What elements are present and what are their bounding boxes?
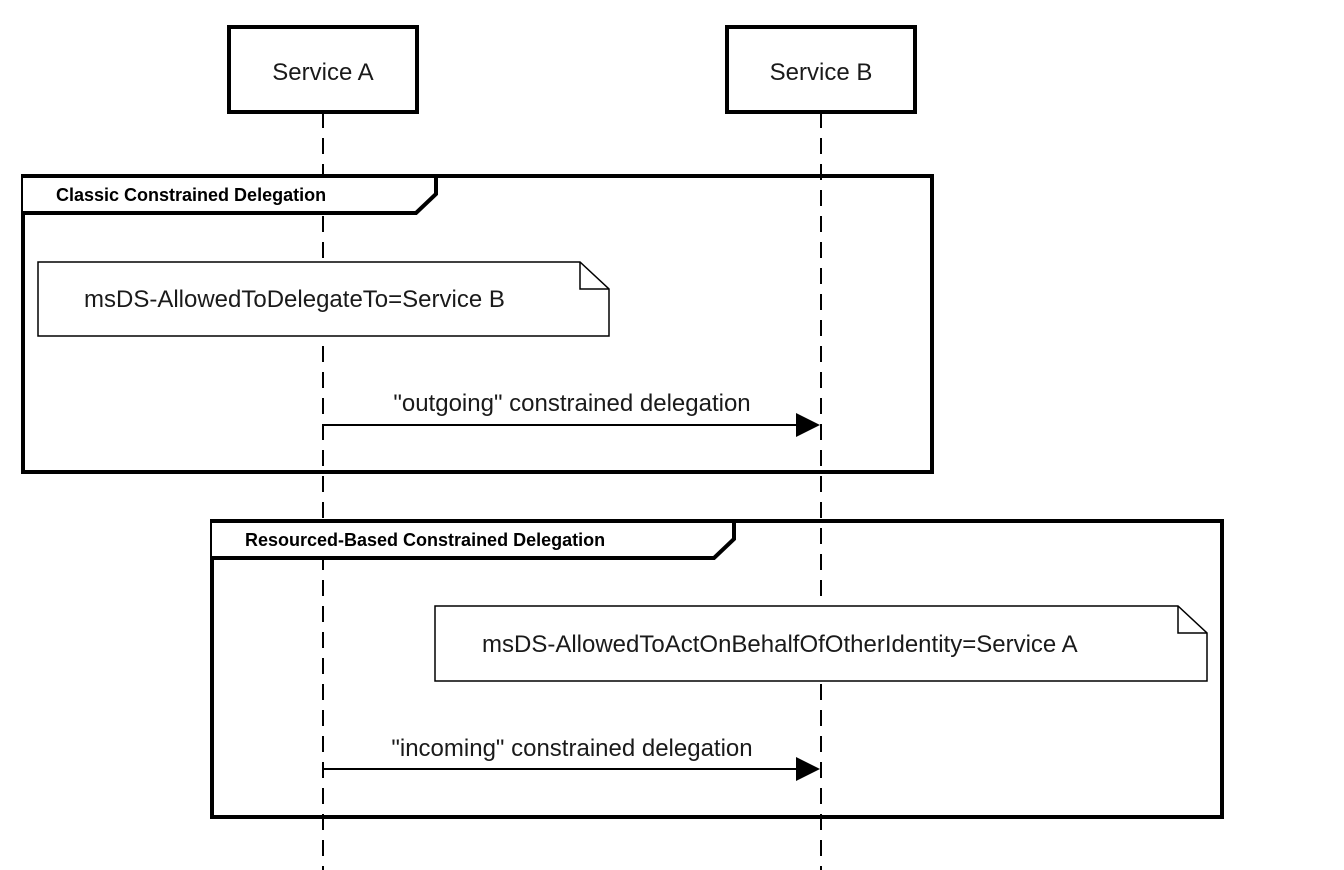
fragment-rbcd-label: Resourced-Based Constrained Delegation [245, 530, 605, 550]
participant-service-a[interactable]: Service A [227, 25, 419, 114]
fragment-rbcd-tab [212, 519, 736, 560]
fragment-classic: Classic Constrained Delegation [21, 174, 934, 474]
note-allowed-to-delegate-to: msDS-AllowedToDelegateTo=Service B [37, 261, 610, 337]
fragment-classic-tab [23, 174, 438, 215]
message-incoming: "incoming" constrained delegation [323, 735, 820, 781]
participant-service-b[interactable]: Service B [725, 25, 917, 114]
fragment-classic-label: Classic Constrained Delegation [56, 185, 326, 205]
fragment-rbcd: Resourced-Based Constrained Delegation [210, 519, 1224, 819]
note-allowed-to-act-on-behalf-text: msDS-AllowedToActOnBehalfOfOtherIdentity… [482, 631, 1078, 658]
message-outgoing: "outgoing" constrained delegation [323, 390, 820, 437]
fragment-classic-frame [21, 174, 934, 474]
participant-service-a-label: Service A [272, 59, 373, 86]
message-incoming-label: "incoming" constrained delegation [391, 735, 752, 762]
message-outgoing-label: "outgoing" constrained delegation [393, 390, 750, 417]
participant-service-b-label: Service B [770, 59, 873, 86]
message-outgoing-arrowhead [796, 413, 820, 437]
note-allowed-to-act-on-behalf: msDS-AllowedToActOnBehalfOfOtherIdentity… [434, 605, 1208, 682]
note-allowed-to-delegate-to-text: msDS-AllowedToDelegateTo=Service B [84, 286, 505, 313]
message-incoming-arrowhead [796, 757, 820, 781]
